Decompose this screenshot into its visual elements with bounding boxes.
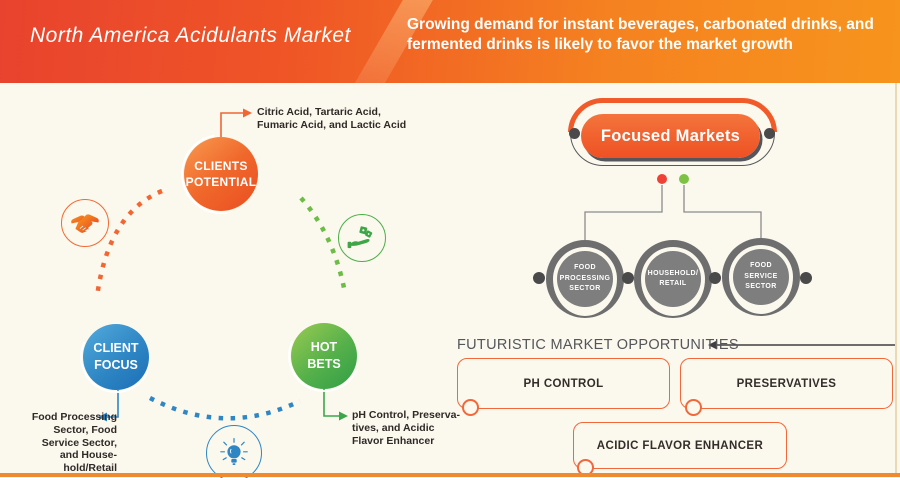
pill-right-dot xyxy=(764,128,775,139)
hand-money-icon xyxy=(347,226,373,249)
sector-food-service: FOOD SERVICE SECTOR xyxy=(722,238,800,316)
page-title: North America Acidulants Market xyxy=(30,24,351,47)
sector-food-processing: FOOD PROCESSING SECTOR xyxy=(546,240,624,318)
citric-annotation-arrow xyxy=(220,108,252,137)
annotation-clients-potential: Citric Acid, Tartaric Acid, Fumaric Acid… xyxy=(257,106,407,131)
sector-flank-dot xyxy=(709,272,721,284)
annotation-client-focus: Food Processing Sector, Food Service Sec… xyxy=(31,411,117,475)
pill-left-dot xyxy=(569,128,580,139)
idea-medallion xyxy=(206,425,262,478)
red-dot xyxy=(657,174,667,184)
right-edge-border xyxy=(895,83,897,475)
sector-ring xyxy=(722,238,800,316)
opportunity-acidic-flavor-enhancer: ACIDIC FLAVOR ENHANCER xyxy=(573,422,787,469)
opportunity-ph-control: PH CONTROL xyxy=(457,358,670,409)
sector-flank-dot xyxy=(622,272,634,284)
sector-label: FOOD SERVICE SECTOR xyxy=(733,249,789,305)
page-subtitle: Growing demand for instant beverages, ca… xyxy=(407,16,874,54)
opportunities-heading: FUTURISTIC MARKET OPPORTUNITIES xyxy=(457,337,739,353)
sector-ring xyxy=(634,240,712,318)
node-hot-bets: HOT BETS xyxy=(291,323,357,389)
node-client-focus: CLIENT FOCUS xyxy=(83,324,149,390)
sector-flank-dot xyxy=(800,272,812,284)
focused-markets-top-arc xyxy=(568,98,777,132)
ph-annotation-arrow xyxy=(323,389,348,421)
connector-green-dot-to-sector3 xyxy=(683,185,762,238)
sector-label: HOUSEHOLD/ RETAIL xyxy=(645,251,701,307)
dotted-arc-blue xyxy=(148,396,301,421)
handshake-medallion xyxy=(61,199,109,247)
node-clients-potential: CLIENTS POTENTIAL xyxy=(184,137,258,211)
lightbulb-icon xyxy=(220,438,248,465)
sector-label: FOOD PROCESSING SECTOR xyxy=(557,251,613,307)
connector-red-dot-to-sector1 xyxy=(584,185,663,240)
header-banner: North America Acidulants Market Growing … xyxy=(0,0,900,98)
sector-flank-dot xyxy=(533,272,545,284)
annotation-hot-bets: pH Control, Preserva- tives, and Acidic … xyxy=(352,409,460,447)
investment-medallion xyxy=(338,214,386,262)
sector-household-retail: HOUSEHOLD/ RETAIL xyxy=(634,240,712,318)
green-dot xyxy=(679,174,689,184)
opportunity-preservatives: PRESERVATIVES xyxy=(680,358,893,409)
opportunity-corner-ring xyxy=(685,399,702,416)
opportunity-corner-ring xyxy=(462,399,479,416)
handshake-icon xyxy=(71,214,99,233)
dotted-arc-orange xyxy=(94,188,163,298)
sector-ring xyxy=(546,240,624,318)
bottom-border xyxy=(0,473,900,477)
focused-markets-pill: Focused Markets xyxy=(581,114,760,158)
